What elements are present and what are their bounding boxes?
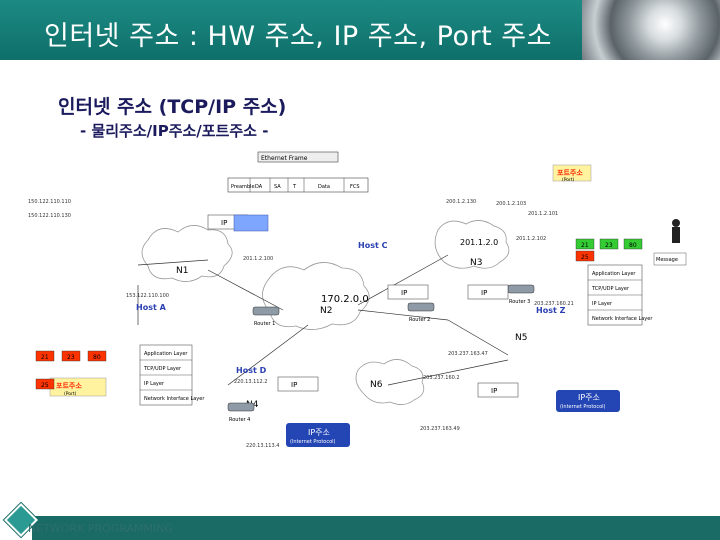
port-number: 80 <box>629 242 637 249</box>
ip-box-label: IP <box>221 219 227 227</box>
address-text: 200.1.2.103 <box>496 201 526 207</box>
network-address-diagram: Ethernet Frame Preamble DA SA T Data FCS… <box>28 151 687 449</box>
address-text: 203.237.163.49 <box>420 426 460 432</box>
address-text: 203.237.160.21 <box>534 301 574 307</box>
host-label-z: Host Z <box>536 306 566 315</box>
port-number: 23 <box>605 242 613 249</box>
port-badge-sub: (Port) <box>562 177 575 183</box>
address-badges: 포트주소 (Port) 포트주소 (Port) IP주소 (Internet P… <box>49 164 620 447</box>
network-label-n3: N3 <box>470 258 482 268</box>
address-text: 220.13.112.2 <box>234 379 267 385</box>
ip-badge-sub: (Internet Protocol) <box>560 404 606 410</box>
network-links <box>137 254 509 386</box>
host-label-d: Host D <box>236 366 267 375</box>
header-decorative-image <box>582 0 720 60</box>
address-texts: 150.122.110.110 150.122.110.130 153.122.… <box>28 199 574 449</box>
message-sender: Message <box>653 219 687 266</box>
network-clouds <box>141 220 510 405</box>
frame-field: Data <box>318 184 330 190</box>
frame-field: FCS <box>350 184 360 190</box>
address-text: 203.237.160.2 <box>423 375 460 381</box>
ethernet-frame: Ethernet Frame Preamble DA SA T Data FCS <box>227 151 369 193</box>
port-number: 21 <box>41 354 49 361</box>
network-label-n5: N5 <box>515 333 527 343</box>
host-labels: Host A Host C Host D Host Z <box>136 241 566 375</box>
ip-box-label: IP <box>401 289 407 297</box>
port-number: 80 <box>93 354 101 361</box>
router-label: Router 2 <box>409 317 430 323</box>
layer-label: Network Interface Layer <box>592 316 653 322</box>
address-text: 220.13.113.4 <box>246 443 279 449</box>
frame-field: SA <box>274 184 281 190</box>
router-label: Router 4 <box>229 417 250 423</box>
network-label-n2: N2 <box>320 306 332 316</box>
port-number: 25 <box>581 254 589 261</box>
protocol-layer-stacks: Application Layer TCP/UDP Layer IP Layer… <box>139 264 653 406</box>
ip-box-label: IP <box>491 387 497 395</box>
ip-badge-label: IP주소 <box>578 393 600 402</box>
port-number: 25 <box>41 382 49 389</box>
address-text: 153.122.110.100 <box>126 293 169 299</box>
center-network-address: 170.2.0.0 <box>321 294 369 305</box>
layer-label: IP Layer <box>144 381 165 387</box>
layer-label: Application Layer <box>592 271 636 277</box>
host-label-a: Host A <box>136 303 167 312</box>
footer-bar <box>32 516 720 540</box>
address-text: 203.237.163.47 <box>448 351 488 357</box>
frame-field: Preamble <box>231 184 255 190</box>
ip-box-label: IP <box>481 289 487 297</box>
router-label: Router 3 <box>509 299 530 305</box>
port-number-boxes: 21 23 80 25 21 23 80 25 <box>35 238 643 390</box>
address-text: 150.122.110.130 <box>28 213 71 219</box>
port-badge-label: 포트주소 <box>557 169 583 177</box>
address-text: 201.1.2.101 <box>528 211 558 217</box>
host-label-c: Host C <box>358 241 388 250</box>
frame-field: DA <box>255 184 263 190</box>
ethernet-frame-label: Ethernet Frame <box>261 155 308 162</box>
slide-subtitle: - 물리주소/IP주소/포트주소 - <box>80 122 269 140</box>
slide-header-title: 인터넷 주소 : HW 주소, IP 주소, Port 주소 <box>44 21 552 52</box>
router-label: Router 1 <box>254 321 275 327</box>
routers: Router 1 Router 2 Router 3 Router 4 <box>227 284 535 423</box>
port-number: 23 <box>67 354 75 361</box>
n3-network-address: 201.1.2.0 <box>460 238 498 247</box>
layer-label: Application Layer <box>144 351 188 357</box>
port-badge-sub: (Port) <box>64 391 77 397</box>
slide-title: 인터넷 주소 (TCP/IP 주소) <box>58 96 287 118</box>
address-text: 200.1.2.130 <box>446 199 476 205</box>
title-bar: 인터넷 주소 : HW 주소, IP 주소, Port 주소 <box>0 0 720 60</box>
ip-badge-label: IP주소 <box>308 428 330 437</box>
layer-label: IP Layer <box>592 301 613 307</box>
ip-badge-sub: (Internet Protocol) <box>290 439 336 445</box>
address-text: 150.122.110.110 <box>28 199 71 205</box>
layer-label: TCP/UDP Layer <box>143 366 182 372</box>
network-label-n1: N1 <box>176 266 188 276</box>
network-label-n6: N6 <box>370 380 383 390</box>
address-text: 201.1.2.100 <box>243 256 273 262</box>
footer-label: NETWORK PROGRAMMING <box>28 522 173 535</box>
port-number: 21 <box>581 242 589 249</box>
ip-header-boxes: IP IP IP IP IP <box>207 214 519 398</box>
layer-label: TCP/UDP Layer <box>591 286 630 292</box>
address-text: 201.1.2.102 <box>516 236 546 242</box>
ip-box-label: IP <box>291 381 297 389</box>
layer-label: Network Interface Layer <box>144 396 205 402</box>
message-label: Message <box>656 257 678 263</box>
frame-field: T <box>292 184 297 190</box>
port-badge-label: 포트주소 <box>56 382 82 390</box>
